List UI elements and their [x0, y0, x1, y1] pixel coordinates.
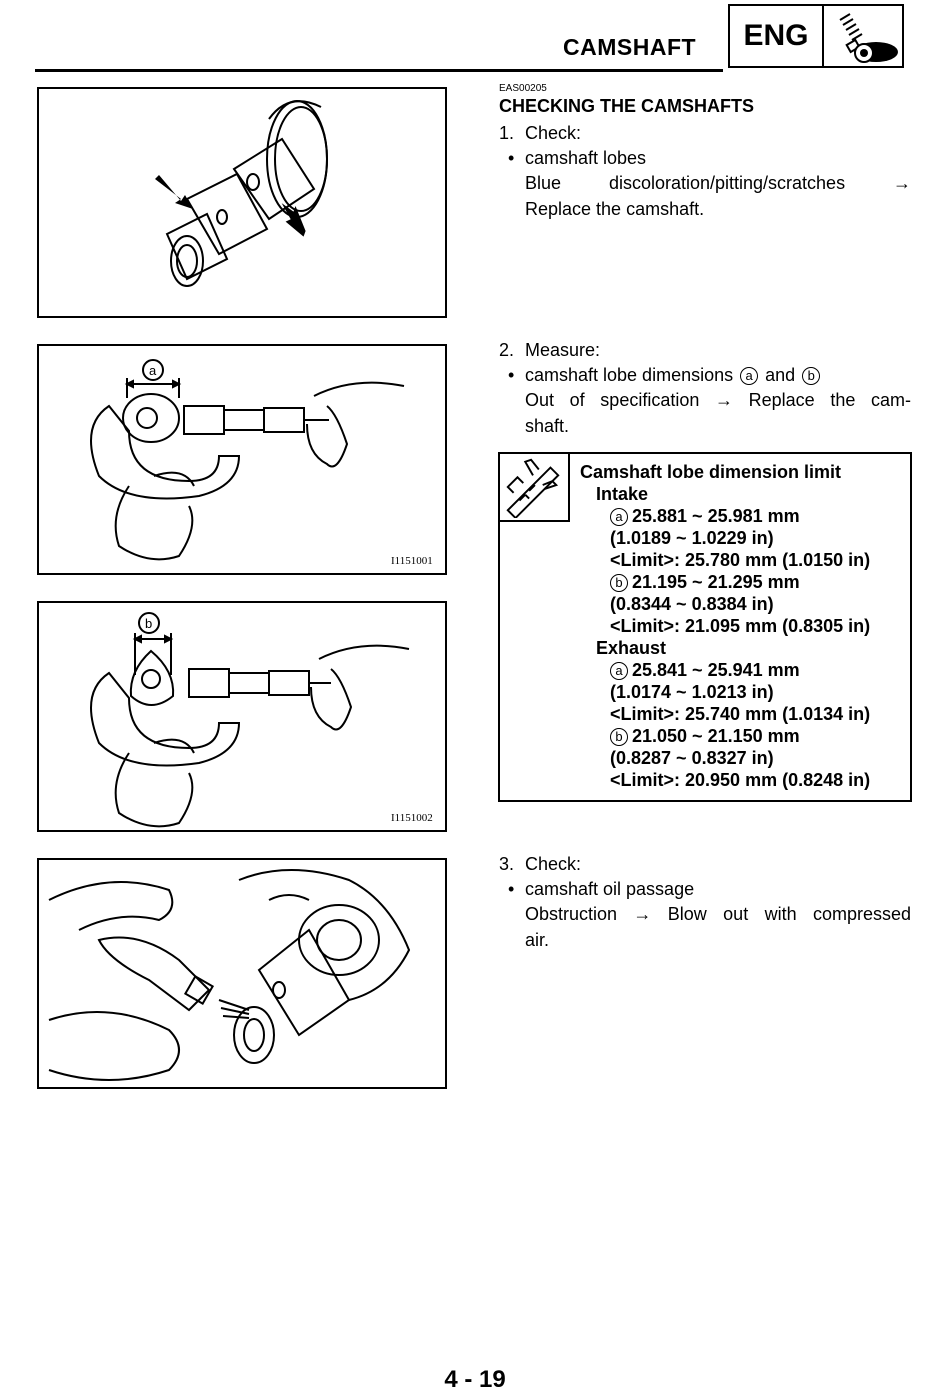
- marker-b: b: [802, 367, 821, 385]
- spec-intake-a-limit: <Limit>: 25.780 mm (1.0150 in): [610, 550, 871, 570]
- marker-b: b: [610, 574, 628, 592]
- step2-action: Measure:: [525, 340, 601, 360]
- step1-number: 1.: [499, 123, 515, 143]
- step2-number: 2.: [499, 340, 515, 360]
- step3-action: Check:: [525, 854, 582, 874]
- spec-exhaust-b-limit: <Limit>: 20.950 mm (0.8248 in): [610, 770, 871, 790]
- step2-bullet-and: and: [765, 365, 796, 385]
- step2-bullet: camshaft lobe dimensions a and b: [525, 363, 822, 388]
- spec-intake-a-range: 25.881 ~ 25.981 mm: [632, 506, 800, 526]
- figure-code-2: I1151002: [391, 812, 433, 824]
- figure-camshaft-lobes: [37, 87, 447, 318]
- spec-exhaust-label: Exhaust: [596, 638, 667, 658]
- spec-exhaust-a-range: 25.841 ~ 25.941 mm: [632, 660, 800, 680]
- step2-bullet-dot: •: [508, 365, 515, 385]
- header-rule: [35, 69, 723, 72]
- step1-action: Check:: [525, 123, 582, 143]
- figure-measure-lobe-a: I1151001 a: [37, 344, 447, 575]
- spec-intake-b-limit: <Limit>: 21.095 mm (0.8305 in): [610, 616, 871, 636]
- marker-b: b: [610, 728, 628, 746]
- engine-camshaft-icon: [824, 6, 902, 66]
- step1-detail-2: Replace the camshaft.: [525, 199, 705, 219]
- spec-exhaust-b-range: 21.050 ~ 21.150 mm: [632, 726, 800, 746]
- spec-exhaust-a-limit: <Limit>: 25.740 mm (1.0134 in): [610, 704, 871, 724]
- marker-a: a: [610, 508, 628, 526]
- step3-number: 3.: [499, 854, 515, 874]
- spec-exhaust-b-range-in: (0.8287 ~ 0.8327 in): [610, 748, 774, 768]
- step1-detail-1: Blue discoloration/pitting/scratches →: [525, 173, 911, 193]
- section-badge: ENG: [728, 4, 904, 68]
- spec-intake-b-range: 21.195 ~ 21.295 mm: [632, 572, 800, 592]
- figure-code-1: I1151001: [391, 555, 433, 567]
- step3-bullet: camshaft oil passage: [525, 879, 695, 899]
- figure-measure-lobe-b: I1151002 b: [37, 601, 447, 832]
- dimension-label-b: b: [145, 616, 152, 631]
- marker-a: a: [740, 367, 759, 385]
- spec-exhaust-a-range-in: (1.0174 ~ 1.0213 in): [610, 682, 774, 702]
- step3-bullet-dot: •: [508, 879, 515, 899]
- dimension-label-a: a: [149, 363, 157, 378]
- step3-detail-2: air.: [525, 930, 550, 950]
- spec-intake-a-range-in: (1.0189 ~ 1.0229 in): [610, 528, 774, 548]
- section-heading: CHECKING THE CAMSHAFTS: [499, 96, 754, 116]
- step3-detail-1: Obstruction → Blow out with compressed: [525, 904, 911, 924]
- caliper-icon: [500, 454, 570, 522]
- spec-intake-label: Intake: [596, 484, 649, 504]
- figure-oil-passage: [37, 858, 447, 1089]
- page-number: 4 - 19: [444, 1366, 506, 1393]
- spec-intake-b-range-in: (0.8344 ~ 0.8384 in): [610, 594, 774, 614]
- section-code: EAS00205: [499, 83, 547, 94]
- step2-bullet-text: camshaft lobe dimensions: [525, 365, 734, 385]
- step1-bullet-dot: •: [508, 148, 515, 168]
- section-badge-label: ENG: [730, 6, 824, 66]
- marker-a: a: [610, 662, 628, 680]
- spec-title: Camshaft lobe dimension limit: [580, 462, 842, 482]
- step1-bullet: camshaft lobes: [525, 148, 647, 168]
- step2-detail-2: shaft.: [525, 416, 570, 436]
- step2-detail-1: Out of specification → Replace the cam-: [525, 390, 911, 410]
- page-title: CAMSHAFT: [563, 34, 697, 60]
